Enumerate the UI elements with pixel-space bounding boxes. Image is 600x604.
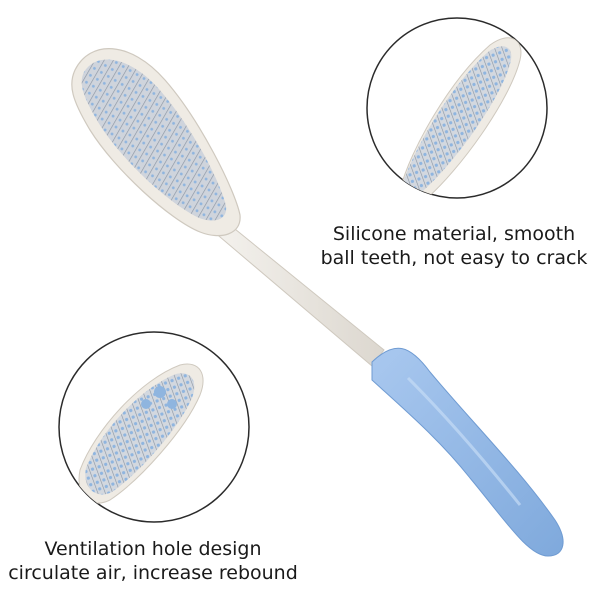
detail-circle-bottom: [58, 331, 250, 523]
bristle-pad: [81, 59, 227, 221]
brush-grip: [371, 347, 564, 557]
callout-silicone-caption: Silicone material, smooth ball teeth, no…: [318, 222, 590, 270]
callout-ventilation-line-2: circulate air, increase rebound: [8, 562, 298, 584]
callout-silicone-line-1: Silicone material, smooth: [332, 223, 576, 245]
detail-circle-top: [366, 17, 548, 199]
callout-ventilation-line-1: Ventilation hole design: [44, 538, 262, 560]
callout-ventilation-caption: Ventilation hole design circulate air, i…: [0, 537, 306, 585]
main-brush: [71, 48, 564, 557]
callout-silicone-line-2: ball teeth, not easy to crack: [320, 247, 588, 269]
